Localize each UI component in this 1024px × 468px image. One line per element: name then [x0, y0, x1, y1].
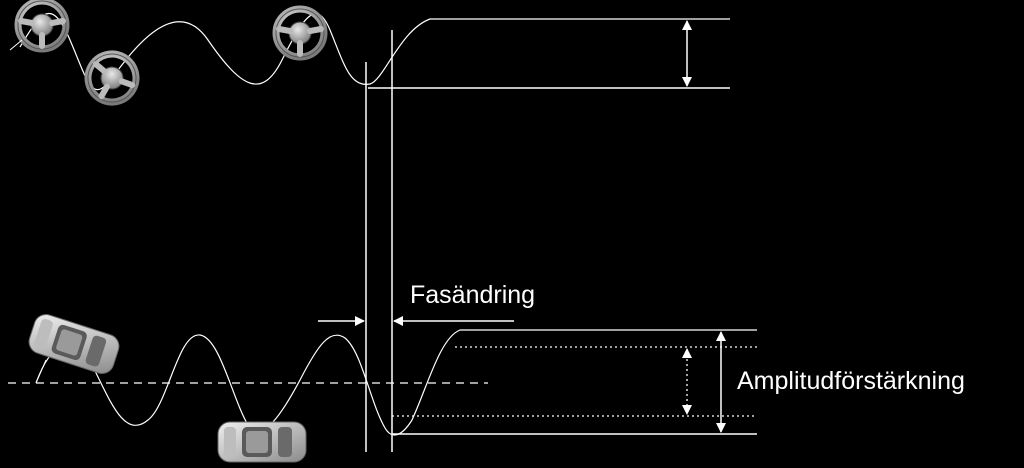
- wheel-stem: [9, 39, 23, 51]
- vehicle-path-curve: [35, 329, 757, 436]
- steering-wheel-icon: [276, 9, 324, 57]
- car-icon: [217, 421, 307, 463]
- amplitude-gain-label: Amplitudförstärkning: [737, 367, 965, 395]
- phase-shift-label: Fasändring: [410, 281, 536, 309]
- steering-wheel-icon: [79, 45, 145, 111]
- steering-wheel-icon: [18, 1, 66, 49]
- car-stem: [35, 359, 47, 384]
- car-icon: [25, 310, 123, 378]
- steering-angle-curve: [19, 12, 730, 91]
